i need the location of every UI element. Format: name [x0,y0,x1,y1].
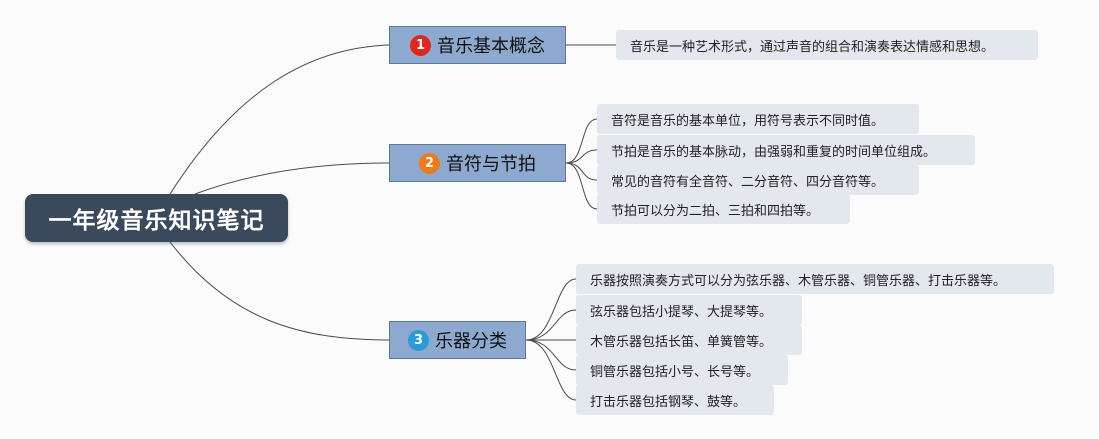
branch-topic-1-label: 音乐基本概念 [437,36,545,57]
branch-topic-2[interactable]: 2 音符与节拍 [389,144,566,182]
connector-root-branch-3 [169,241,390,341]
leaf-2-3[interactable]: 常见的音符有全音符、二分音符、四分音符等。 [597,165,919,195]
leaf-3-1[interactable]: 乐器按照演奏方式可以分为弦乐器、木管乐器、铜管乐器、打击乐器等。 [576,264,1054,294]
leaf-label: 音乐是一种艺术形式，通过声音的组合和演奏表达情感和思想。 [630,39,995,55]
leaf-label: 节拍是音乐的基本脉动，由强弱和重复的时间单位组成。 [611,144,937,160]
leaf-label: 铜管乐器包括小号、长号等。 [590,364,760,380]
number-1-badge-icon: 1 [410,34,431,56]
leaf-3-5[interactable]: 打击乐器包括钢琴、鼓等。 [576,385,774,415]
leaf-3-2[interactable]: 弦乐器包括小提琴、大提琴等。 [576,295,802,325]
branch-topic-1[interactable]: 1 音乐基本概念 [389,26,566,64]
number-2-badge-icon: 2 [419,152,440,174]
number-3-badge-icon: 3 [408,329,429,351]
leaf-label: 节拍可以分为二拍、三拍和四拍等。 [611,203,820,219]
connector-branch-2-leaf-4 [565,162,598,210]
leaf-label: 打击乐器包括钢琴、鼓等。 [590,394,747,410]
branch-topic-3[interactable]: 3 乐器分类 [389,321,526,359]
connector-branch-2-leaf-3 [565,162,598,181]
connector-branch-3-leaf-5 [525,339,577,401]
leaf-2-1[interactable]: 音符是音乐的基本单位，用符号表示不同时值。 [597,104,919,134]
connector-branch-3-leaf-2 [525,309,577,341]
leaf-1-1[interactable]: 音乐是一种艺术形式，通过声音的组合和演奏表达情感和思想。 [616,30,1038,60]
leaf-3-3[interactable]: 木管乐器包括长笛、单簧管等。 [576,325,802,355]
leaf-2-4[interactable]: 节拍可以分为二拍、三拍和四拍等。 [597,194,850,224]
leaf-label: 乐器按照演奏方式可以分为弦乐器、木管乐器、铜管乐器、打击乐器等。 [590,273,1007,289]
leaf-label: 常见的音符有全音符、二分音符、四分音符等。 [611,174,885,190]
leaf-2-2[interactable]: 节拍是音乐的基本脉动，由强弱和重复的时间单位组成。 [597,135,975,165]
root-topic[interactable]: 一年级音乐知识笔记 [25,194,288,242]
connector-branch-3-leaf-1 [525,278,577,341]
branch-topic-2-label: 音符与节拍 [446,154,536,175]
leaf-label: 音符是音乐的基本单位，用符号表示不同时值。 [611,113,885,129]
connector-root-branch-2 [194,162,390,195]
connector-branch-3-leaf-4 [525,339,577,371]
root-topic-label: 一年级音乐知识笔记 [48,208,265,234]
connector-root-branch-1 [169,44,390,195]
leaf-label: 木管乐器包括长笛、单簧管等。 [590,334,773,350]
connector-branch-2-leaf-1 [565,118,598,164]
leaf-label: 弦乐器包括小提琴、大提琴等。 [590,304,773,320]
branch-topic-3-label: 乐器分类 [435,331,507,352]
connector-branch-2-leaf-2 [565,149,598,164]
leaf-3-4[interactable]: 铜管乐器包括小号、长号等。 [576,355,788,385]
